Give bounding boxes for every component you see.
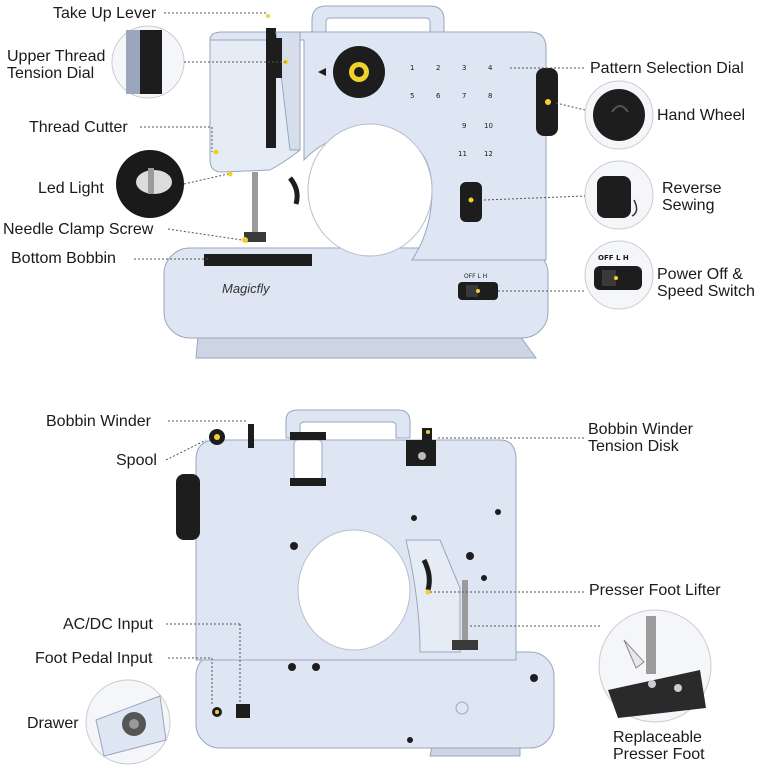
pattern-number-12: 12 (484, 150, 493, 158)
label-presser-foot-lifter: Presser Foot Lifter (589, 582, 721, 599)
label-pattern-selection-dial: Pattern Selection Dial (590, 60, 744, 77)
label-take-up-lever: Take Up Lever (53, 5, 157, 22)
pattern-number-2: 2 (436, 64, 441, 72)
inset-switch-legend: OFF L H (598, 254, 629, 262)
callout-lines (134, 12, 600, 706)
label-drawer: Drawer (27, 715, 79, 732)
inset-power-switch (584, 240, 654, 310)
pattern-number-5: 5 (410, 92, 415, 100)
pattern-number-7: 7 (462, 92, 467, 100)
label-tension-dial: Tension Dial (7, 65, 95, 82)
label-reverse: Reverse (662, 180, 722, 197)
label-sewing: Sewing (662, 197, 715, 214)
inset-hand-wheel (584, 80, 654, 150)
front-machine (163, 5, 558, 359)
pattern-number-3: 3 (462, 64, 467, 72)
brand-logo: Magicfly (222, 281, 270, 296)
label-spool: Spool (116, 452, 157, 469)
label-presser-foot: Presser Foot (613, 746, 705, 763)
label-bobbin-winder: Bobbin Winder (46, 413, 151, 430)
inset-reverse-button (584, 160, 654, 230)
label-needle-clamp-screw: Needle Clamp Screw (3, 221, 154, 238)
label-bobbin-winder-2: Bobbin Winder (588, 421, 693, 438)
label-ac-dc-input: AC/DC Input (63, 616, 153, 633)
label-upper-thread: Upper Thread (7, 48, 106, 65)
rear-machine (176, 409, 555, 757)
label-foot-pedal-input: Foot Pedal Input (35, 650, 153, 667)
pattern-number-11: 11 (458, 150, 467, 158)
label-thread-cutter: Thread Cutter (29, 119, 128, 136)
inset-led-light (116, 150, 184, 218)
pattern-number-9: 9 (462, 122, 467, 130)
label-power-off: Power Off & (657, 266, 743, 283)
switch-legend: OFF L H (464, 273, 488, 280)
label-bottom-bobbin: Bottom Bobbin (11, 250, 116, 267)
pattern-number-4: 4 (488, 64, 493, 72)
inset-tension-dial (111, 25, 185, 99)
label-replaceable: Replaceable (613, 729, 702, 746)
label-speed-switch: Speed Switch (657, 283, 755, 300)
inset-presser-foot (598, 609, 712, 723)
pattern-number-1: 1 (410, 64, 415, 72)
label-led-light: Led Light (38, 180, 104, 197)
label-tension-disk: Tension Disk (588, 438, 679, 455)
pattern-number-6: 6 (436, 92, 441, 100)
inset-drawer (85, 679, 171, 765)
label-hand-wheel: Hand Wheel (657, 107, 746, 124)
pattern-number-8: 8 (488, 92, 493, 100)
pattern-number-10: 10 (484, 122, 493, 130)
